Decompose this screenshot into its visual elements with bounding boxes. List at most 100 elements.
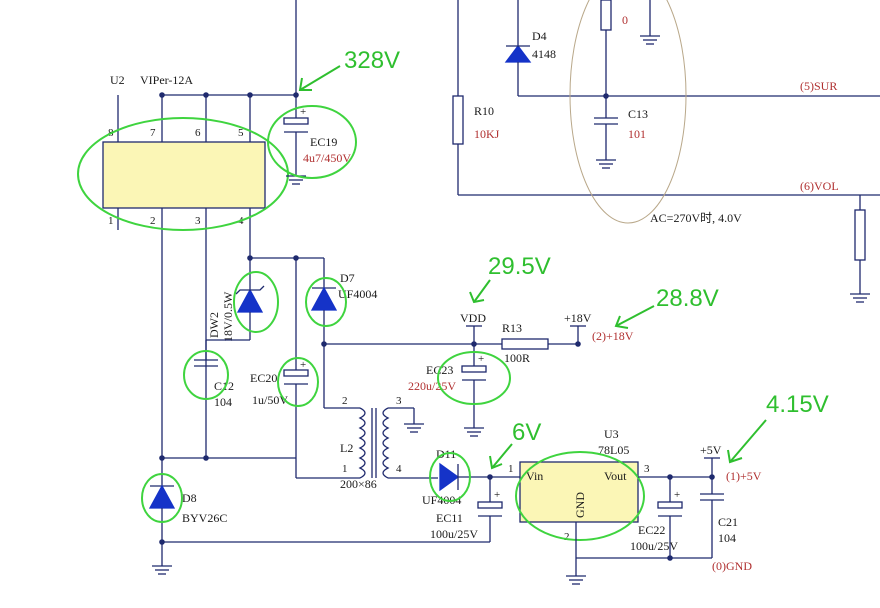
- u3-body: [519, 461, 639, 523]
- ac-note: AC=270V时, 4.0V: [650, 211, 742, 225]
- u3-vout: Vout: [604, 469, 627, 483]
- annotation-6v: 6V: [489, 419, 541, 470]
- l2-ref: L2: [340, 441, 353, 455]
- d7-value: UF4004: [338, 287, 377, 301]
- annotation-29-5v: 29.5V: [469, 253, 551, 304]
- ec11-value: 100u/25V: [430, 527, 478, 541]
- voltage-6v: 6V: [512, 419, 541, 446]
- gnd-out: (0)GND: [712, 559, 752, 573]
- c21-ref: C21: [718, 515, 738, 529]
- u3-pin2: 2: [564, 531, 570, 543]
- l2-pin1: 1: [342, 463, 348, 475]
- u2-body: [102, 141, 266, 209]
- ec19-capacitor: + EC19 4u7/450V: [283, 106, 351, 185]
- voltage-328v: 328V: [344, 47, 400, 74]
- voltage-28-8v: 28.8V: [656, 285, 719, 312]
- d7-ref: D7: [340, 271, 355, 285]
- ec19-value: 4u7/450V: [303, 151, 351, 165]
- d8-value: BYV26C: [182, 511, 227, 525]
- u2-pin3: 3: [195, 215, 201, 227]
- l2-pin2: 2: [342, 395, 348, 407]
- highlight-d7: [305, 277, 347, 327]
- svg-text:+: +: [478, 353, 484, 365]
- highlight-c12: [183, 350, 229, 400]
- c13-ref: C13: [628, 107, 648, 121]
- highlight-ec20: [277, 357, 319, 407]
- u3-regulator: Vin Vout GND U3 78L05 1 2 3: [508, 427, 650, 543]
- c12-value: 104: [214, 395, 232, 409]
- ec23-value: 220u/25V: [408, 379, 456, 393]
- p5-net: +5V: [700, 443, 722, 457]
- annotation-328v: 328V: [298, 47, 400, 91]
- annotation-28-8v: 28.8V: [614, 285, 719, 329]
- c21-capacitor: C21 104: [700, 493, 738, 558]
- c12-capacitor: C12 104: [194, 339, 250, 409]
- vol-net: (6)VOL: [800, 179, 839, 193]
- u2-chip: 8 7 6 5 1 2 3 4 U2 VIPer-12A: [102, 73, 266, 230]
- dw2-zener: [235, 258, 265, 340]
- d8-diode: D8 BYV26C: [148, 484, 227, 542]
- u3-part: 78L05: [598, 443, 629, 457]
- l2-pin4: 4: [396, 463, 402, 475]
- c21-value: 104: [718, 531, 736, 545]
- u2-pin1: 1: [108, 215, 114, 227]
- ec23-capacitor: + EC23 220u/25V: [408, 344, 487, 437]
- dw2-value: 18V/0.5W: [221, 291, 235, 342]
- svg-text:+: +: [300, 359, 306, 371]
- r13-ref: R13: [502, 321, 522, 335]
- ec20-capacitor: + EC20 1u/50V: [250, 258, 309, 458]
- r10-value: 10KJ: [474, 127, 500, 141]
- ec22-capacitor: + EC22 100u/25V: [630, 477, 683, 558]
- vdd-net: VDD: [460, 311, 486, 325]
- r13-value: 100R: [504, 351, 530, 365]
- ec20-value: 1u/50V: [252, 393, 288, 407]
- c13-value: 101: [628, 127, 646, 141]
- highlight-d8: [141, 473, 183, 523]
- u3-ref: U3: [604, 427, 619, 441]
- r13-resistor: [501, 338, 549, 350]
- ec11-capacitor: + EC11 100u/25V: [430, 477, 503, 542]
- ec22-value: 100u/25V: [630, 539, 678, 553]
- svg-text:+: +: [494, 489, 500, 501]
- u3-vin: Vin: [526, 469, 543, 483]
- l2-value: 200×86: [340, 477, 377, 491]
- voltage-4-15v: 4.15V: [766, 391, 829, 418]
- u2-pin2: 2: [150, 215, 156, 227]
- svg-text:+: +: [300, 106, 306, 118]
- highlight-u3: [515, 451, 645, 541]
- u3-gnd: GND: [573, 492, 587, 518]
- highlight-d11: [429, 452, 471, 502]
- highlight-ec23: [437, 351, 511, 405]
- sur-net: (5)SUR: [800, 79, 837, 93]
- d4-value: 4148: [532, 47, 556, 61]
- l2-transformer: 2 3 1 4 L2 200×86: [296, 395, 438, 491]
- outline-probe: [569, 0, 687, 224]
- u2-ref: U2: [110, 73, 125, 87]
- u2-pin6: 6: [195, 127, 201, 139]
- ec22-ref: EC22: [638, 523, 665, 537]
- u2-pin7: 7: [150, 127, 156, 139]
- d4-ref: D4: [532, 29, 547, 43]
- highlight-ec19: [267, 105, 357, 179]
- u3-pin3: 3: [644, 463, 650, 475]
- top-value: 0: [622, 13, 628, 27]
- r10-resistor: [452, 95, 464, 145]
- ec19-ref: EC19: [310, 135, 337, 149]
- highlight-dw2: [233, 271, 279, 333]
- voltage-29-5v: 29.5V: [488, 253, 551, 280]
- d4-diode: [504, 44, 532, 63]
- d7-diode: D7 UF4004: [310, 258, 377, 408]
- svg-text:+: +: [674, 489, 680, 501]
- p18-out: (2)+18V: [592, 329, 634, 343]
- r10-ref: R10: [474, 104, 494, 118]
- annotation-4-15v: 4.15V: [727, 391, 829, 464]
- l2-pin3: 3: [396, 395, 402, 407]
- dw2-ref: DW2: [207, 312, 221, 338]
- u3-pin1: 1: [508, 463, 514, 475]
- u2-part: VIPer-12A: [140, 73, 193, 87]
- d8-ref: D8: [182, 491, 197, 505]
- highlight-u2: [77, 117, 289, 231]
- p18-net: +18V: [564, 311, 592, 325]
